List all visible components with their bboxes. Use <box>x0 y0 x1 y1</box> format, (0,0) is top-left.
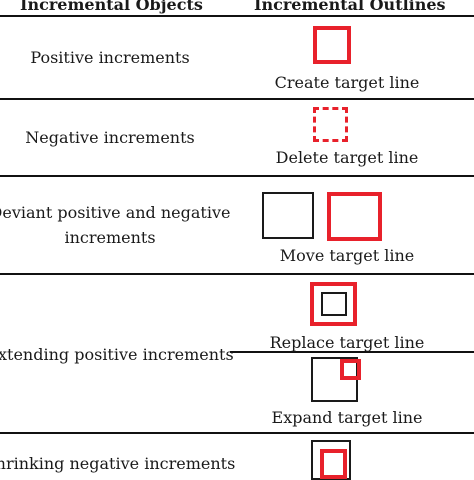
object-deviant-line2: increments <box>64 228 156 247</box>
red-outer-square-icon <box>310 282 357 326</box>
header-incremental-outlines: Incremental Outlines <box>254 0 446 14</box>
row-divider-1 <box>0 98 474 100</box>
red-inner-square-icon <box>320 449 347 479</box>
object-shrinking-negative-increments: Shrinking negative increments <box>0 454 236 473</box>
row-divider-3 <box>0 273 474 275</box>
red-solid-square-icon <box>313 26 351 64</box>
row-divider-2 <box>0 175 474 177</box>
object-extending-positive-increments: Extending positive increments <box>0 345 234 364</box>
red-corner-square-icon <box>340 359 361 380</box>
object-positive-increments: Positive increments <box>30 48 190 67</box>
row-sub-divider <box>230 351 474 353</box>
outline-expand-target-line: Expand target line <box>271 408 423 427</box>
red-dashed-square-icon <box>313 107 348 142</box>
header-rule <box>0 15 474 17</box>
black-square-icon <box>262 192 314 239</box>
header-incremental-objects: Incremental Objects <box>20 0 203 14</box>
outline-create-target-line: Create target line <box>274 73 420 92</box>
outline-move-target-line: Move target line <box>279 246 415 265</box>
black-inner-square-icon <box>321 292 347 316</box>
row-divider-4 <box>0 432 474 434</box>
outline-replace-target-line: Replace target line <box>269 333 425 352</box>
red-square-icon <box>327 192 382 241</box>
object-deviant-line1: Deviant positive and negative <box>0 203 231 222</box>
outline-delete-target-line: Delete target line <box>275 148 419 167</box>
object-negative-increments: Negative increments <box>25 128 195 147</box>
